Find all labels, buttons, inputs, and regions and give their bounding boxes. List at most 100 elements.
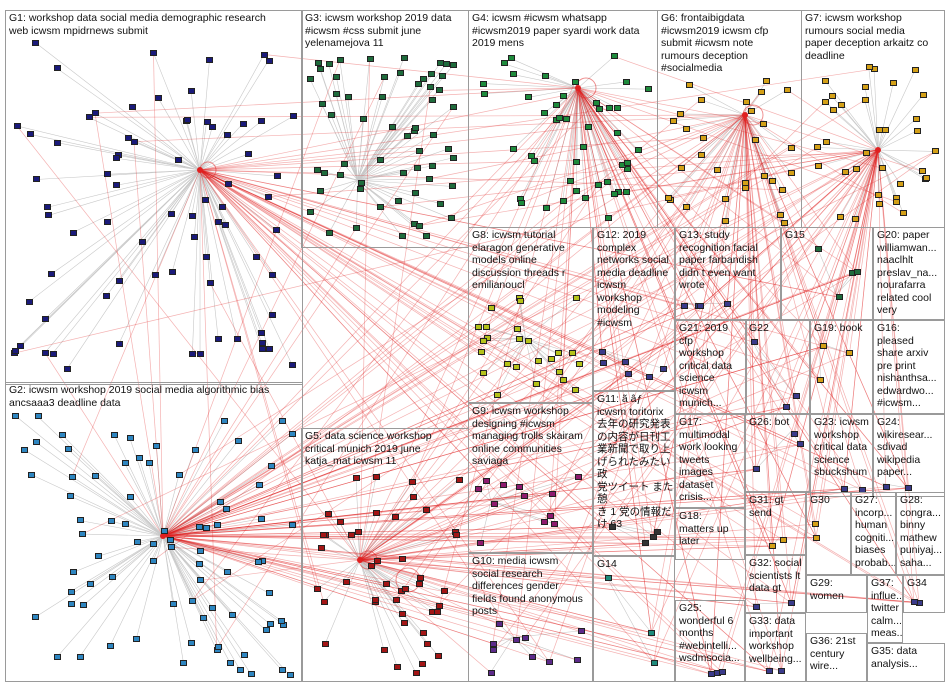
edge xyxy=(199,169,862,491)
edge xyxy=(199,169,886,487)
edge xyxy=(109,535,164,647)
network-node xyxy=(427,83,435,90)
network-node xyxy=(268,463,276,470)
network-node xyxy=(876,201,884,208)
network-node xyxy=(76,517,84,524)
network-node xyxy=(401,585,409,592)
edge xyxy=(672,114,746,121)
edge xyxy=(199,169,886,487)
edge xyxy=(577,87,610,109)
network-node xyxy=(559,376,567,383)
network-node xyxy=(577,627,585,634)
network-node xyxy=(133,539,141,546)
edge xyxy=(817,147,879,151)
network-node xyxy=(543,204,551,211)
edge xyxy=(577,87,795,435)
network-node xyxy=(188,598,196,605)
edge xyxy=(744,114,923,172)
network-node xyxy=(124,134,132,141)
edge xyxy=(192,169,201,354)
network-node xyxy=(394,663,402,670)
group-g9: G9: icwsm workshop designing #icwsm mana… xyxy=(468,403,593,553)
network-node xyxy=(352,475,360,482)
network-node xyxy=(203,119,211,126)
edge xyxy=(357,531,361,561)
network-node xyxy=(58,431,66,438)
edge xyxy=(357,106,454,181)
network-node xyxy=(783,403,791,410)
edge xyxy=(688,84,746,116)
edge xyxy=(339,60,358,181)
edge xyxy=(162,535,792,604)
edge xyxy=(744,114,784,541)
edge xyxy=(482,87,579,342)
edge xyxy=(199,169,481,353)
edge xyxy=(877,119,916,151)
edge xyxy=(199,169,801,445)
group-label: G24: wikiresear... sdivad wikipedia pape… xyxy=(877,416,933,478)
edge xyxy=(577,81,626,89)
network-node xyxy=(751,339,759,346)
network-node xyxy=(840,485,848,492)
edge xyxy=(19,169,201,347)
network-node xyxy=(428,163,436,169)
network-node xyxy=(221,417,229,424)
network-node xyxy=(169,600,177,607)
group-g20: G20: paper williamwan... naaclhlt presla… xyxy=(873,227,945,320)
edge xyxy=(199,169,263,349)
network-node xyxy=(697,96,705,103)
edge xyxy=(162,535,184,663)
edge xyxy=(162,406,787,537)
edge xyxy=(162,535,646,544)
edge xyxy=(199,169,801,445)
edge xyxy=(162,488,844,537)
network-node xyxy=(487,669,495,676)
network-node xyxy=(108,518,116,525)
network-node xyxy=(317,545,325,552)
edge xyxy=(162,535,251,675)
edge xyxy=(357,127,392,181)
network-node xyxy=(69,569,77,576)
network-node xyxy=(399,555,407,562)
edge xyxy=(359,559,914,603)
network-node xyxy=(344,93,352,100)
edge xyxy=(350,534,361,561)
network-node xyxy=(513,325,521,332)
edge xyxy=(726,114,746,304)
network-node xyxy=(552,101,560,108)
edge xyxy=(359,537,817,561)
network-node xyxy=(861,84,869,91)
network-node xyxy=(126,435,134,442)
edge xyxy=(357,157,454,181)
edge xyxy=(710,114,746,674)
edge xyxy=(106,169,201,222)
edge xyxy=(877,149,920,604)
edge xyxy=(506,338,526,365)
network-node xyxy=(822,98,830,105)
edge xyxy=(153,53,164,537)
edge xyxy=(826,141,879,151)
edge xyxy=(744,114,765,177)
network-node xyxy=(787,169,795,176)
edge xyxy=(162,535,772,547)
edge xyxy=(79,535,164,658)
network-node xyxy=(418,661,426,668)
network-node xyxy=(313,167,321,174)
network-node xyxy=(828,92,836,99)
edge xyxy=(199,169,792,604)
network-node xyxy=(677,165,685,171)
edge xyxy=(480,149,879,353)
edge xyxy=(357,64,454,181)
edge xyxy=(450,87,579,219)
group-g16: G16: pleased share arxiv pre print nisha… xyxy=(873,320,945,414)
network-node xyxy=(289,113,297,120)
edge xyxy=(115,169,201,186)
edge xyxy=(162,509,227,537)
network-node xyxy=(779,537,787,543)
edge xyxy=(162,535,550,663)
edge xyxy=(162,297,519,537)
edge xyxy=(162,535,282,622)
edge xyxy=(577,87,908,489)
edge xyxy=(162,99,701,537)
edge xyxy=(359,479,460,561)
